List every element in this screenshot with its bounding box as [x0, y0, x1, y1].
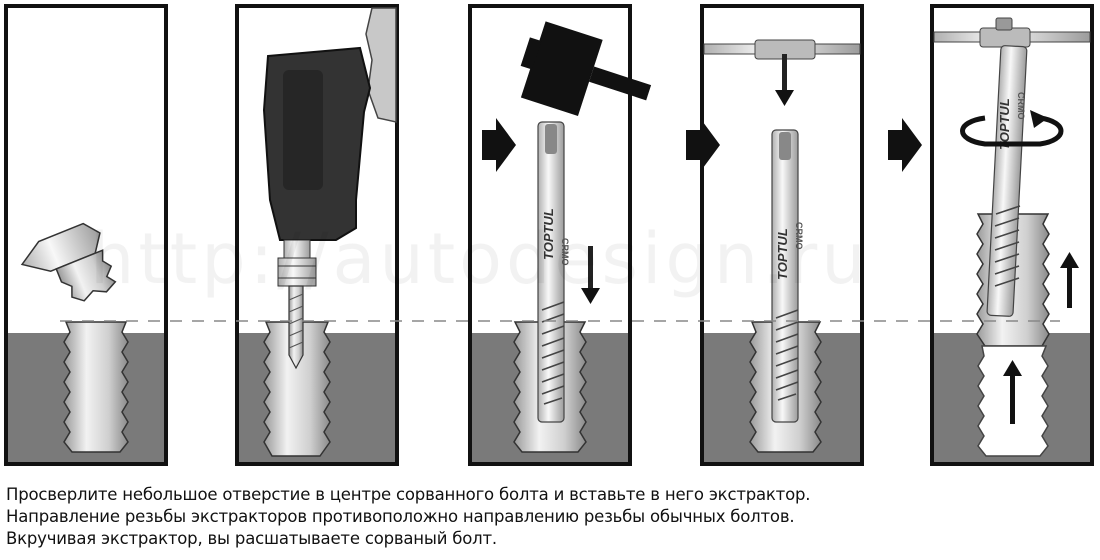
- down-arrow-icon: [775, 54, 794, 106]
- watermark: http://autodesign.ru: [90, 218, 870, 300]
- panel-3-hammer: TOPTUL CRMO: [468, 4, 652, 466]
- panel-1-broken-bolt: [4, 4, 168, 466]
- up-arrow-icon: [1060, 252, 1079, 308]
- panel-2-drill: [235, 4, 399, 466]
- caption-line: Направление резьбы экстракторов противоп…: [6, 507, 795, 526]
- tap-wrench: [933, 17, 1091, 48]
- bolt-shank: [63, 321, 129, 453]
- step-arrow-icon: [888, 118, 922, 172]
- hand: [365, 7, 397, 123]
- extractor-brand: TOPTUL: [775, 228, 790, 280]
- extractor-brand: TOPTUL: [541, 208, 556, 260]
- extractor-model: CRMO: [560, 238, 570, 266]
- drill-bit: [288, 285, 304, 370]
- panel-4-tap-wrench: TOPTUL CRMO: [700, 4, 864, 466]
- down-arrow-icon: [581, 246, 600, 304]
- extractor: [537, 121, 565, 423]
- extraction-diagram: TOPTUL CRMO TOPTUL CRMO TOPTUL CRMO: [4, 4, 1094, 466]
- hammer-icon: [520, 21, 652, 117]
- caption-line: Просверлите небольшое отверстие в центре…: [6, 485, 811, 504]
- extractor-model: CRMO: [1016, 92, 1026, 120]
- extractor-model: CRMO: [794, 222, 804, 250]
- bolt-head-broken: [20, 222, 117, 302]
- caption: Просверлите небольшое отверстие в центре…: [6, 484, 811, 550]
- up-arrow-icon: [1003, 360, 1022, 424]
- panel-5-turn-out: TOPTUL CRMO: [930, 4, 1094, 466]
- step-arrow-icon: [482, 118, 516, 172]
- caption-line: Вкручивая экстрактор, вы расшатываете со…: [6, 529, 497, 548]
- bolt-shank: [263, 321, 331, 457]
- rotate-arrow-icon: [960, 110, 1064, 147]
- extractor-brand: TOPTUL: [997, 98, 1012, 150]
- step-arrow-icon: [686, 118, 720, 172]
